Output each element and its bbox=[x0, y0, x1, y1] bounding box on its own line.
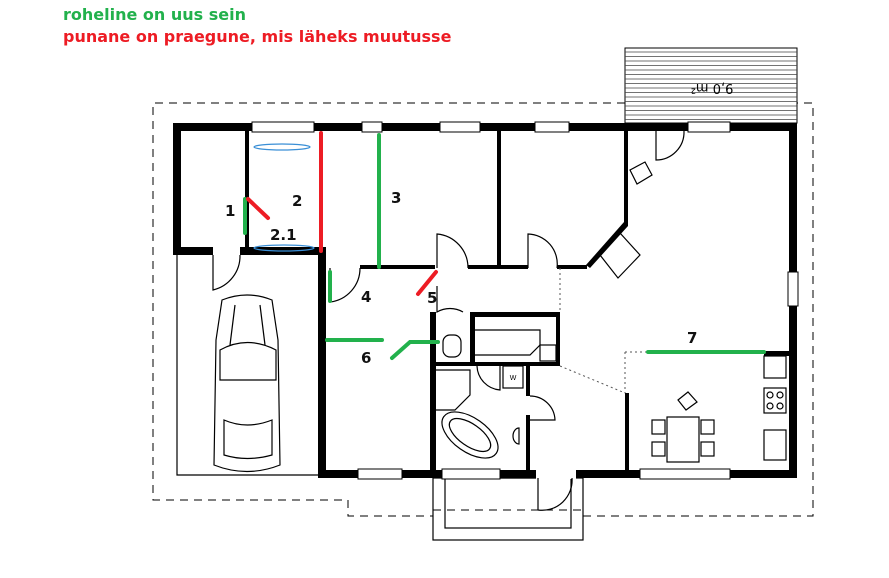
room-label-7: 7 bbox=[687, 329, 697, 347]
roof-outline bbox=[152, 102, 814, 517]
legend-green-new-wall: roheline on uus sein bbox=[63, 5, 246, 24]
room-label-4: 4 bbox=[361, 288, 371, 306]
porch bbox=[432, 477, 584, 541]
room-label-3: 3 bbox=[391, 189, 401, 207]
room-label-2-1: 2.1 bbox=[270, 226, 297, 244]
fixtures bbox=[253, 143, 787, 463]
balcony: 9,0 m² bbox=[624, 47, 798, 124]
legend-red-wall-to-change: punane on praegune, mis läheks muutusse bbox=[63, 27, 452, 46]
doors bbox=[212, 130, 685, 511]
garage bbox=[176, 255, 318, 476]
new-walls-green bbox=[243, 133, 766, 360]
walls-to-change-red bbox=[246, 131, 438, 296]
balcony-area-label: 9,0 m² bbox=[691, 80, 734, 95]
washer-label: W bbox=[510, 375, 517, 382]
room-label-1: 1 bbox=[225, 202, 235, 220]
walls bbox=[173, 121, 799, 480]
porch-inner bbox=[444, 477, 572, 529]
openings bbox=[559, 268, 648, 394]
car-icon bbox=[213, 294, 281, 473]
room-label-2: 2 bbox=[292, 192, 302, 210]
room-label-6: 6 bbox=[361, 349, 371, 367]
room-label-5: 5 bbox=[427, 289, 437, 307]
